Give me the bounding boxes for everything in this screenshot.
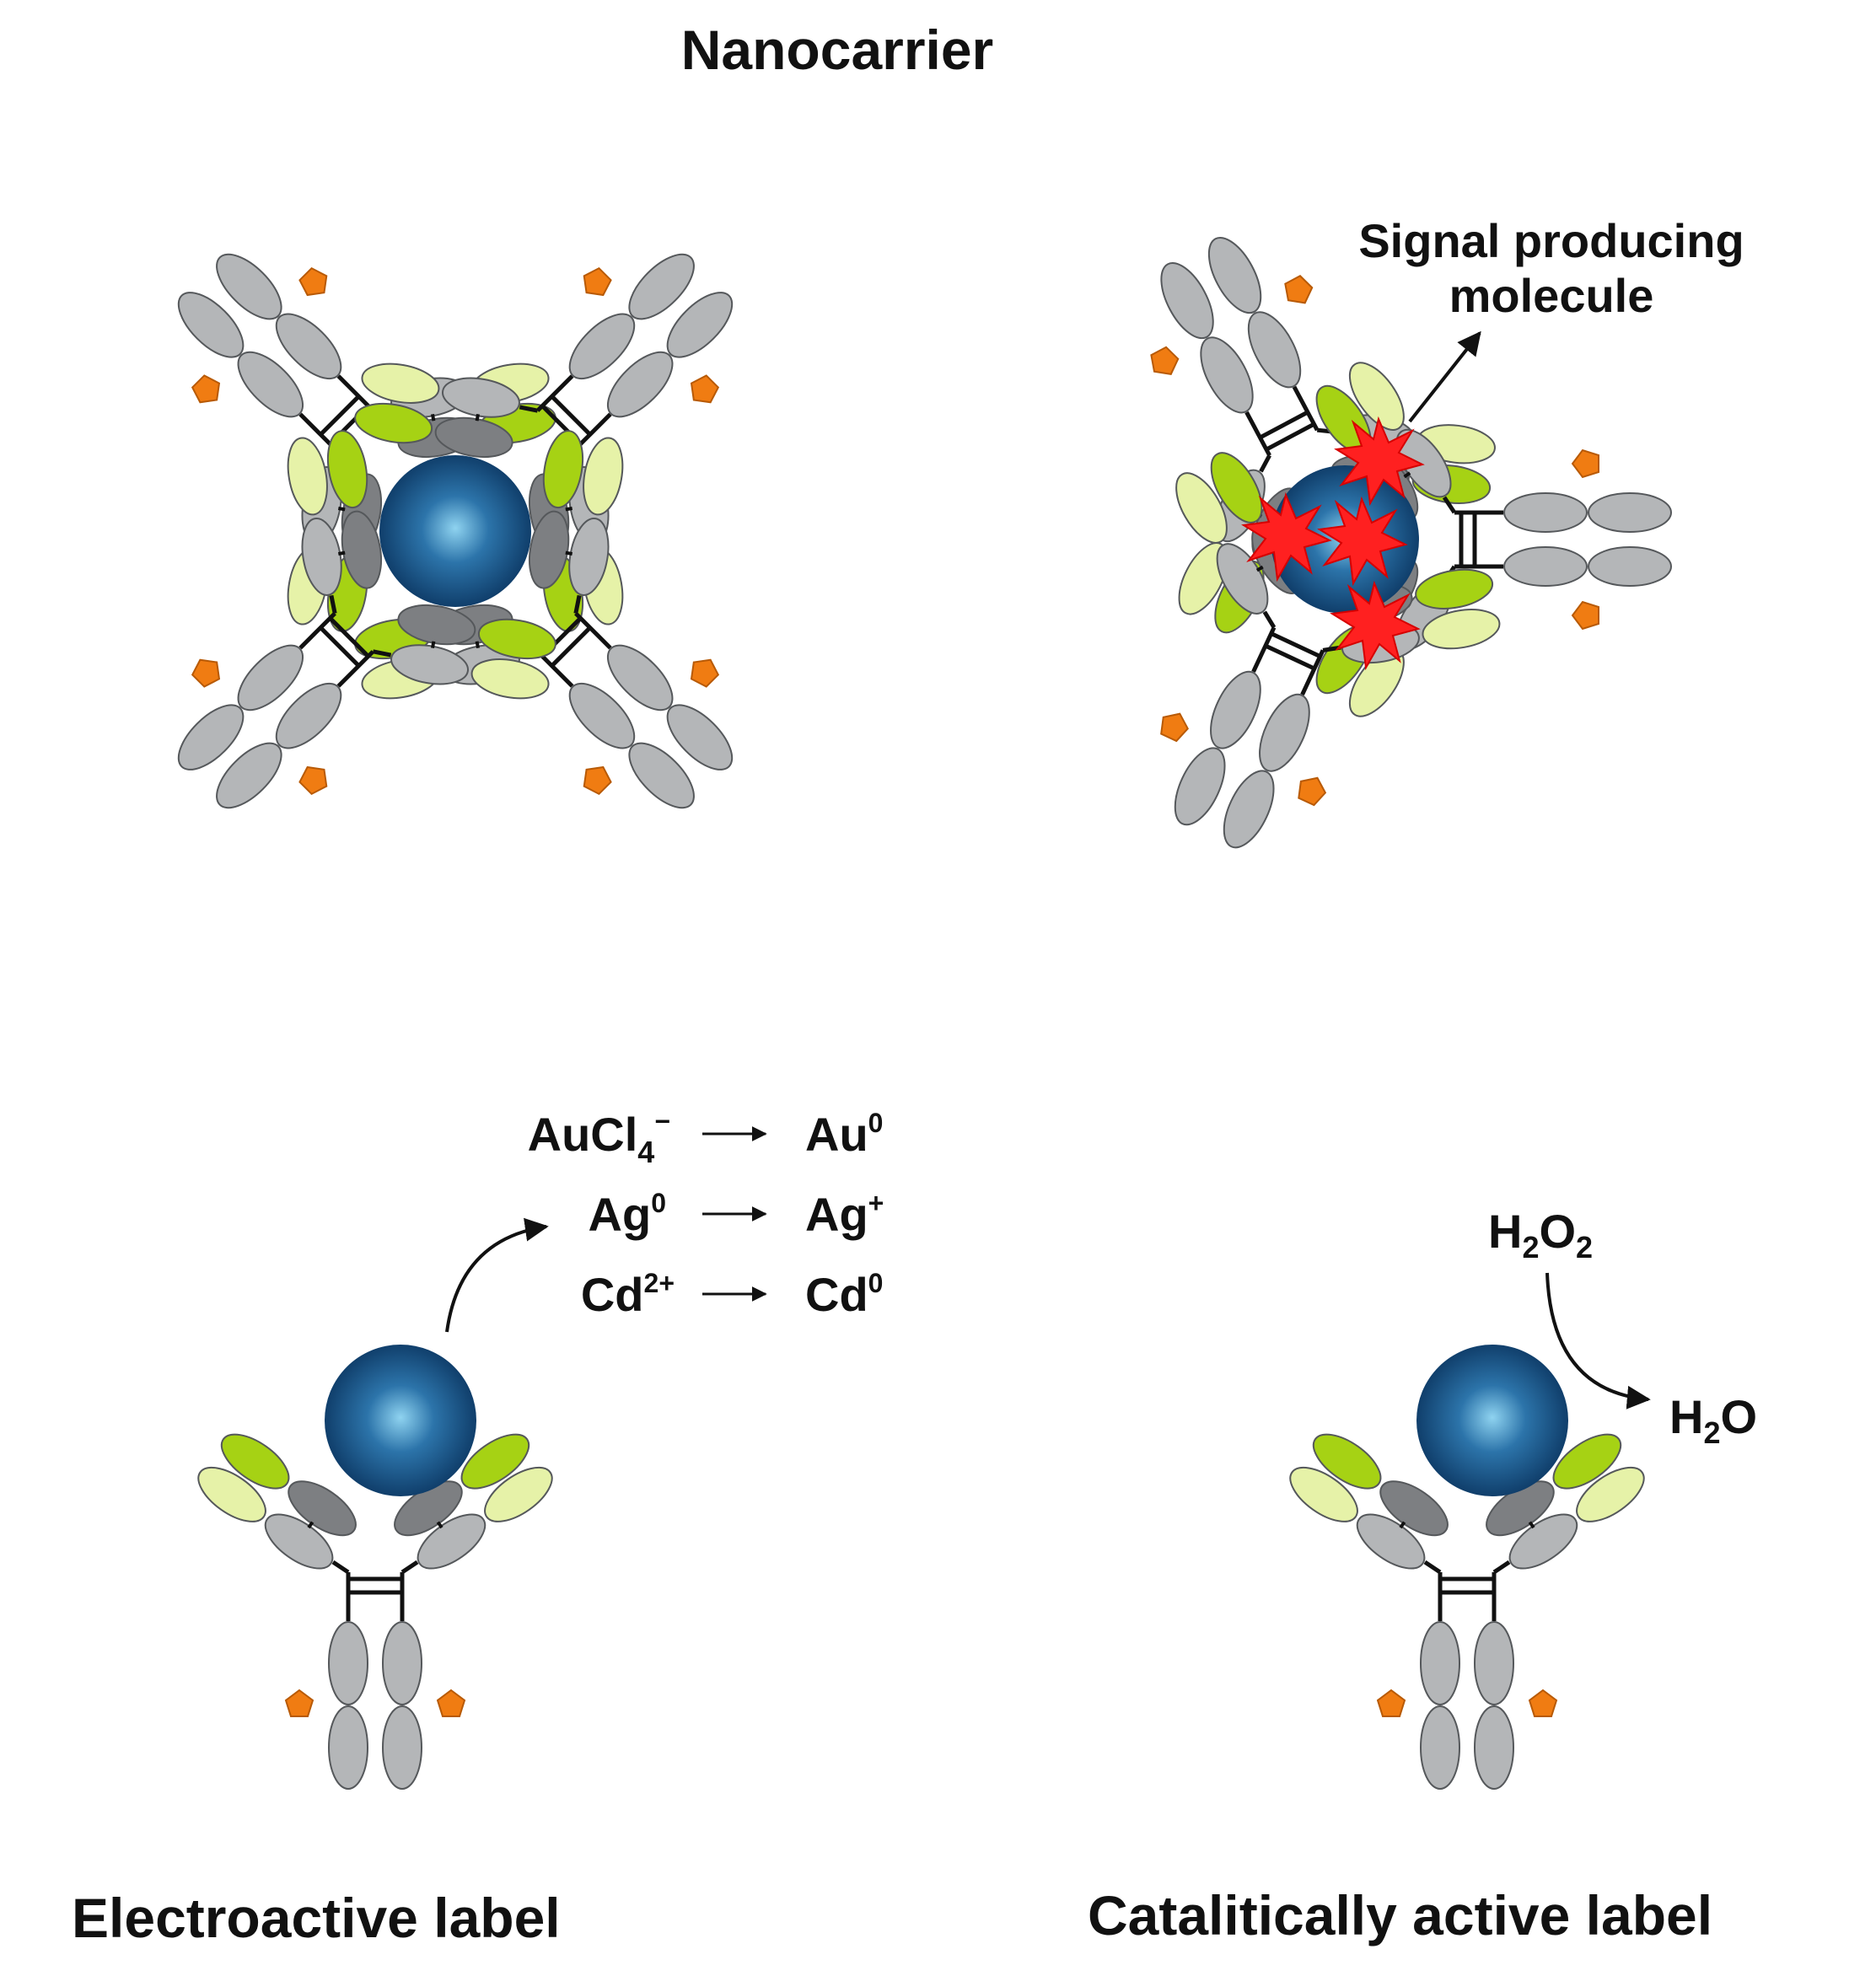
svg-text:Ag+: Ag+ [805,1188,884,1241]
nanocarrier-group [69,145,841,916]
svg-text:Cd0: Cd0 [805,1268,883,1321]
svg-text:AuCl4−: AuCl4− [528,1106,670,1169]
electroactive-label: Electroactive label [72,1887,561,1949]
svg-text:Au0: Au0 [805,1108,883,1161]
svg-text:Ag0: Ag0 [589,1188,666,1241]
signal-label-line2: molecule [1449,269,1654,322]
reaction-row: AuCl4− Au0 [528,1106,884,1169]
h2o2-label: H2O2 [1488,1205,1593,1265]
reaction-row: Cd2+ Cd0 [581,1268,884,1321]
electroactive-group [190,1126,767,1789]
electroactive-arrow [445,1217,549,1333]
signal-arrow [1408,330,1481,423]
signal-molecule-group [1028,164,1671,914]
h2o-label: H2O [1669,1390,1757,1450]
catalysis-arrow [1545,1272,1651,1410]
signal-label-line1: Signal producing [1358,214,1744,267]
svg-text:Cd2+: Cd2+ [581,1268,675,1321]
nanoparticle [379,455,531,607]
nanocarrier-title: Nanocarrier [681,19,994,81]
nanoparticle [1416,1345,1568,1496]
catalytic-label: Catalitically active label [1088,1884,1712,1946]
nanoparticle [325,1345,476,1496]
catalytic-group [1282,1272,1653,1789]
reaction-row: Ag0 Ag+ [589,1188,884,1241]
